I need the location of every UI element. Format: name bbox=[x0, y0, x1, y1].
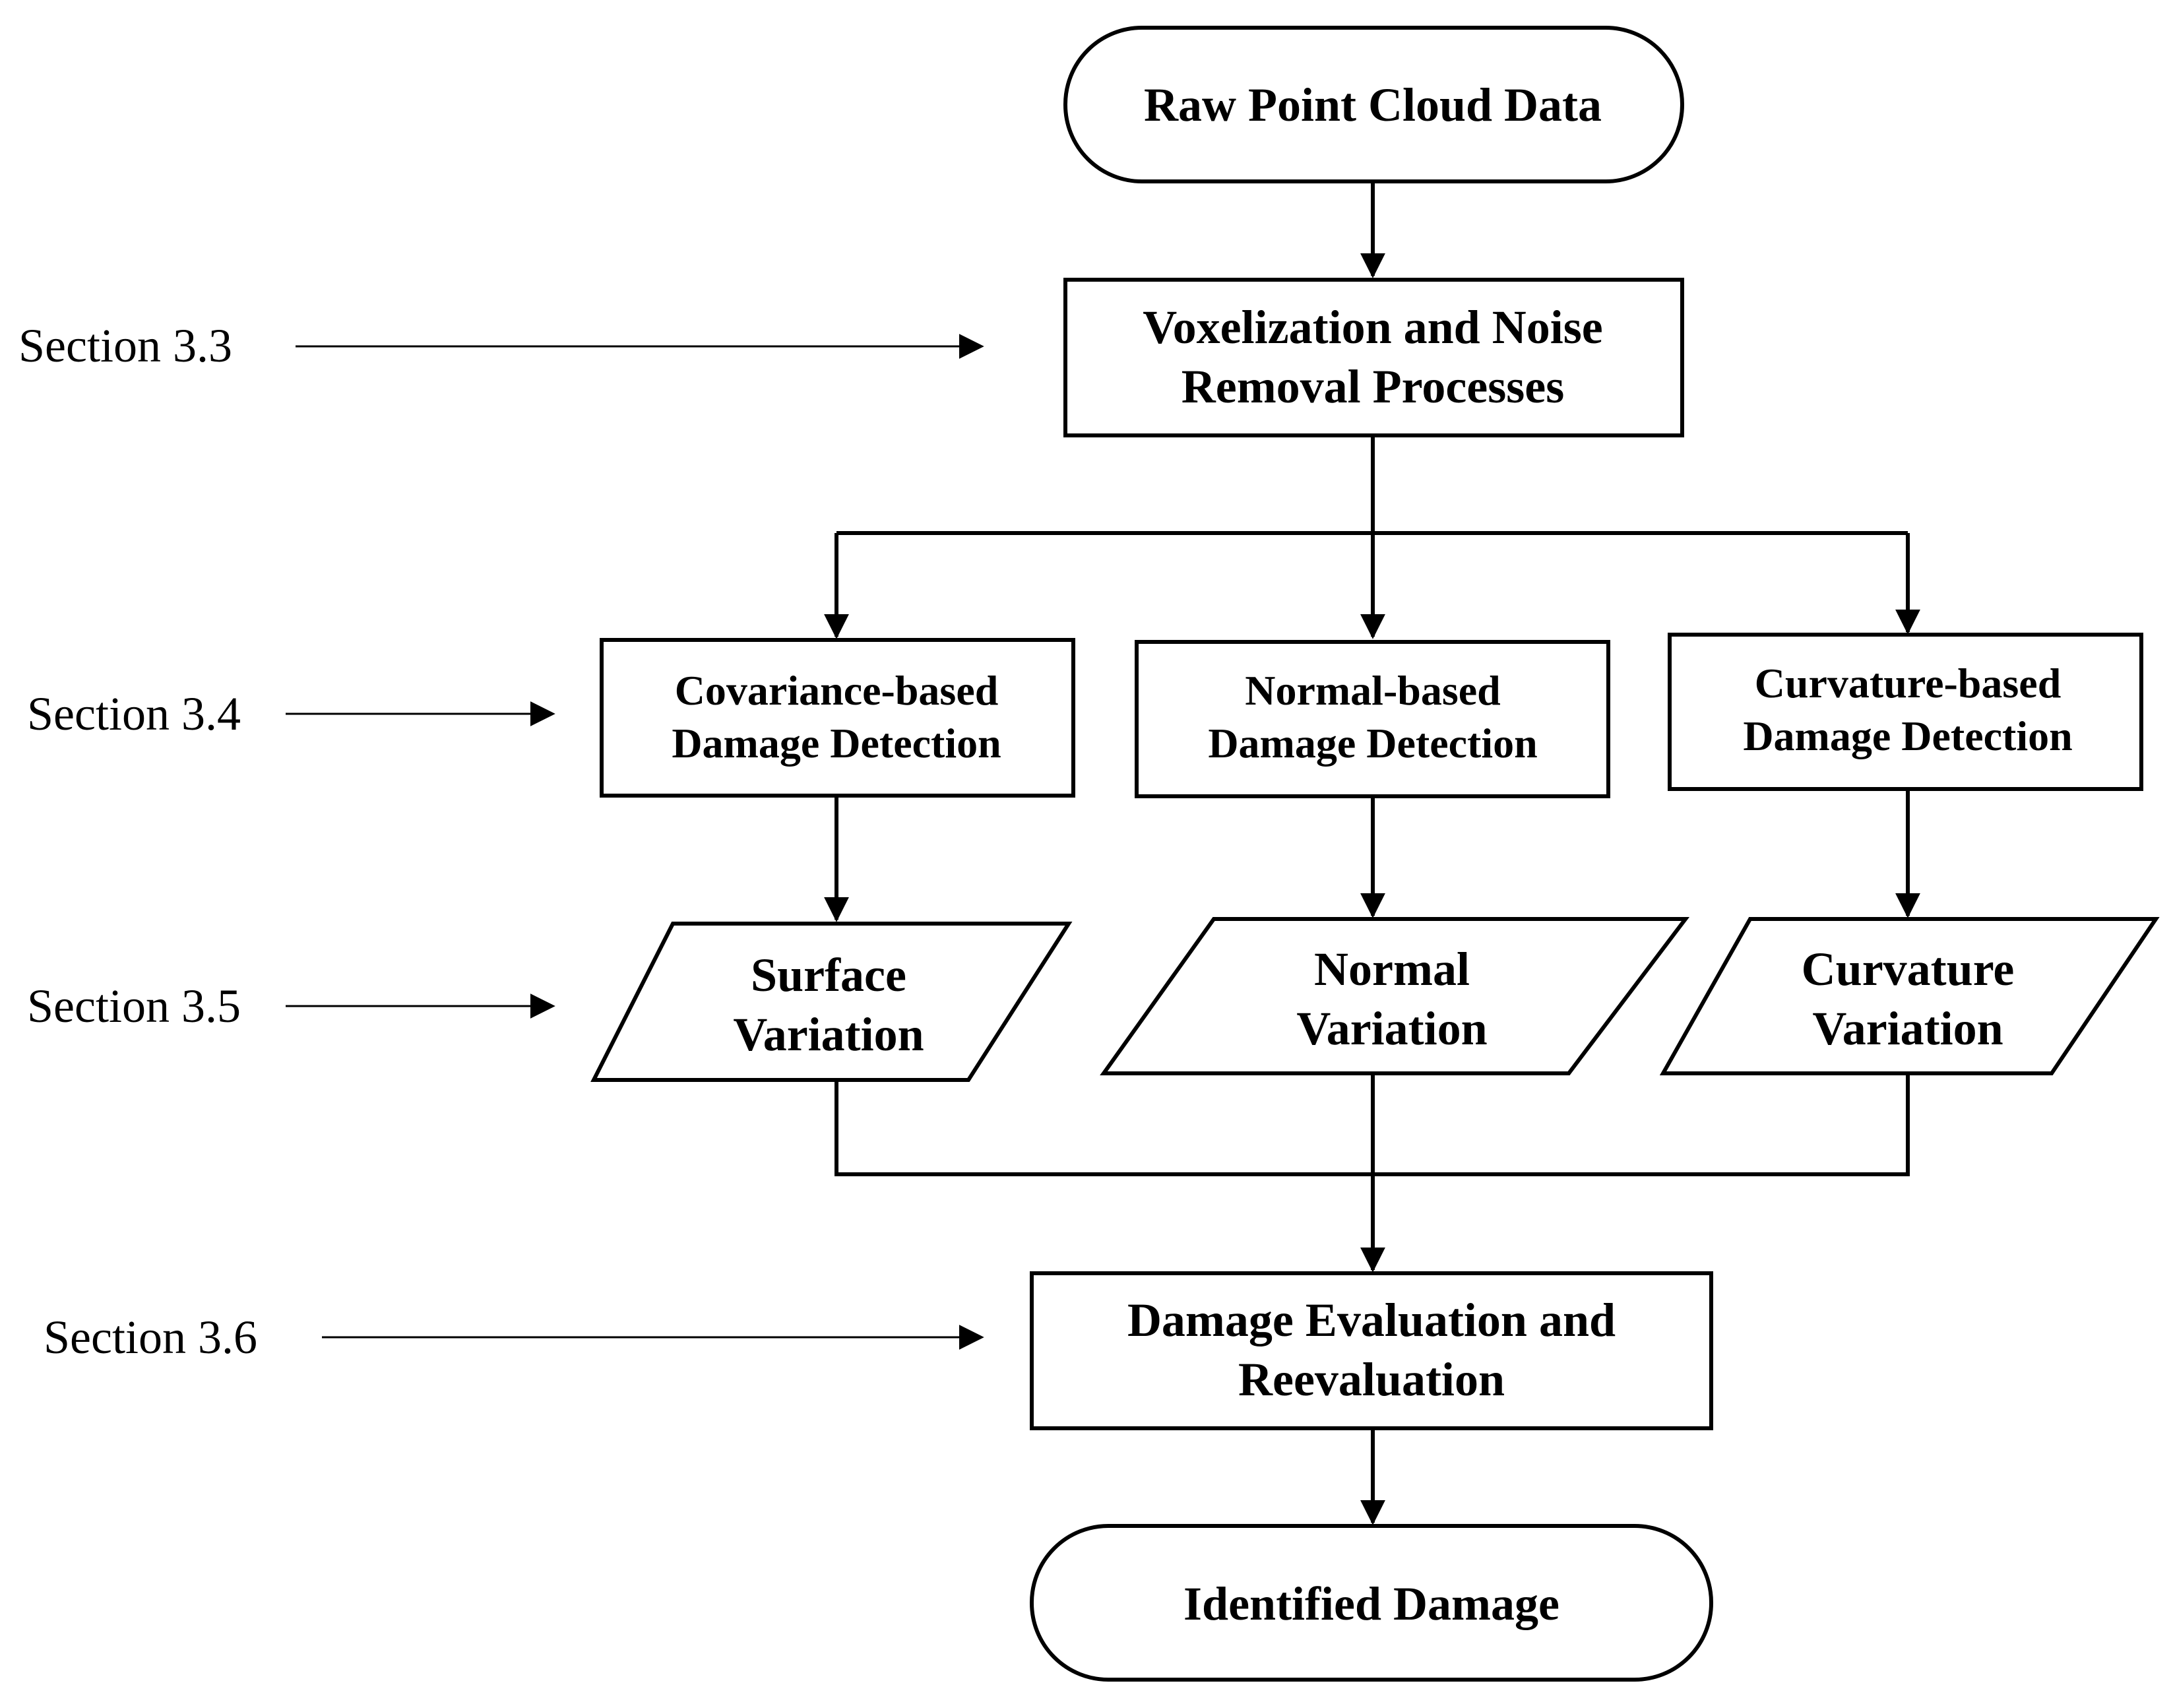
evaluation-box bbox=[1030, 1271, 1713, 1430]
section-3-3-label: Section 3.3 bbox=[18, 319, 232, 372]
shapes bbox=[590, 26, 2160, 1682]
normal-variation-label-line2: Variation bbox=[1296, 1002, 1487, 1055]
surface-variation-label-line1: Surface bbox=[751, 949, 906, 1001]
normal-label-line1: Normal-based bbox=[1245, 667, 1501, 714]
preprocess-label-line2: Removal Processes bbox=[1181, 360, 1565, 413]
covariance-label-line1: Covariance-based bbox=[675, 667, 999, 714]
section-3-5-label: Section 3.5 bbox=[27, 980, 241, 1032]
surface-variation-label-line2: Variation bbox=[733, 1008, 924, 1061]
normal-variation-parallelogram bbox=[1100, 917, 1690, 1075]
covariance-box bbox=[600, 638, 1075, 798]
node-labels: Raw Point Cloud Data Voxelization and No… bbox=[672, 79, 2072, 1630]
section-labels: Section 3.3 Section 3.4 Section 3.5 Sect… bbox=[18, 319, 257, 1364]
normal-box bbox=[1135, 640, 1610, 798]
curvature-label-line2: Damage Detection bbox=[1743, 712, 2072, 759]
end-terminator bbox=[1030, 1524, 1713, 1682]
curvature-variation-label-line1: Curvature bbox=[1802, 943, 2015, 996]
normal-variation-label-line1: Normal bbox=[1314, 943, 1470, 996]
preprocess-box bbox=[1063, 278, 1684, 437]
curvature-variation-label-line2: Variation bbox=[1812, 1002, 2003, 1055]
start-label: Raw Point Cloud Data bbox=[1144, 79, 1602, 131]
section-3-4-label: Section 3.4 bbox=[27, 687, 241, 740]
normal-label-line2: Damage Detection bbox=[1208, 720, 1537, 767]
start-terminator bbox=[1063, 26, 1684, 183]
section-3-6-label: Section 3.6 bbox=[44, 1311, 257, 1364]
covariance-label-line2: Damage Detection bbox=[672, 720, 1001, 767]
curvature-variation-parallelogram bbox=[1659, 917, 2160, 1075]
section-arrows bbox=[286, 334, 984, 1350]
evaluation-label-line1: Damage Evaluation and bbox=[1127, 1294, 1616, 1346]
connectors bbox=[824, 181, 1920, 1525]
end-label: Identified Damage bbox=[1183, 1577, 1559, 1630]
curvature-label-line1: Curvature-based bbox=[1755, 660, 2062, 707]
preprocess-label-line1: Voxelization and Noise bbox=[1143, 301, 1602, 354]
curvature-box bbox=[1668, 633, 2143, 791]
surface-variation-parallelogram bbox=[590, 922, 1073, 1082]
evaluation-label-line2: Reevaluation bbox=[1238, 1353, 1505, 1406]
